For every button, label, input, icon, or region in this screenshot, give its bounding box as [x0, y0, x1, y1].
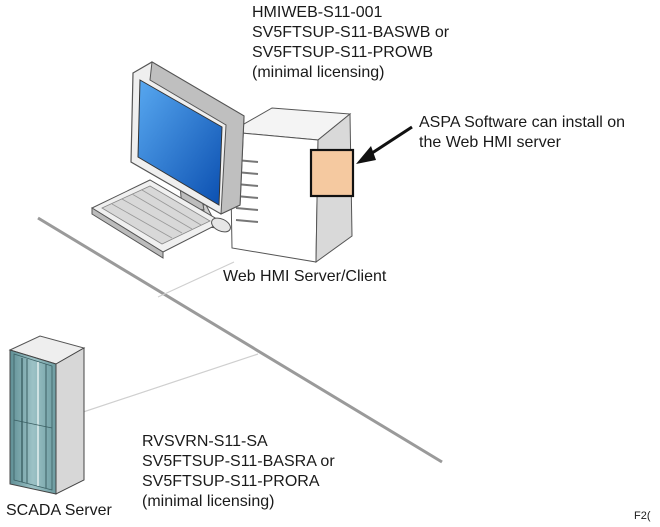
scada-licensing-line: RVSVRN-S11-SA: [142, 433, 268, 450]
scada-licensing-line: SV5FTSUP-S11-PRORA: [142, 473, 320, 490]
aspa-software-box: [309, 148, 355, 198]
web-hmi-licensing-line: HMIWEB-S11-001: [252, 4, 383, 21]
web-hmi-connection-line: [157, 261, 235, 298]
web-hmi-server-label: Web HMI Server/Client: [223, 268, 387, 285]
scada-licensing-line: SV5FTSUP-S11-BASRA or: [142, 453, 335, 470]
scada-server-label: SCADA Server: [6, 502, 112, 519]
web-hmi-licensing-line: (minimal licensing): [252, 64, 385, 81]
aspa-arrow-icon: [356, 125, 413, 164]
figure-id-label: F2(: [634, 510, 651, 522]
aspa-note-line: ASPA Software can install on: [419, 114, 626, 131]
web-hmi-licensing-line: SV5FTSUP-S11-PROWB: [252, 44, 434, 61]
scada-licensing-line: (minimal licensing): [142, 493, 275, 510]
aspa-note-label: ASPA Software can install on the Web HMI…: [419, 113, 625, 153]
web-hmi-licensing-line: SV5FTSUP-S11-BASWB or: [252, 24, 450, 41]
scada-server-icon: [8, 335, 86, 495]
scada-licensing-label: RVSVRN-S11-SA SV5FTSUP-S11-BASRA or SV5F…: [142, 432, 335, 512]
web-hmi-licensing-label: HMIWEB-S11-001 SV5FTSUP-S11-BASWB or SV5…: [252, 3, 449, 83]
network-backbone-line: [37, 216, 443, 464]
aspa-note-line: the Web HMI server: [419, 134, 561, 151]
web-hmi-workstation-icon: [90, 61, 353, 263]
